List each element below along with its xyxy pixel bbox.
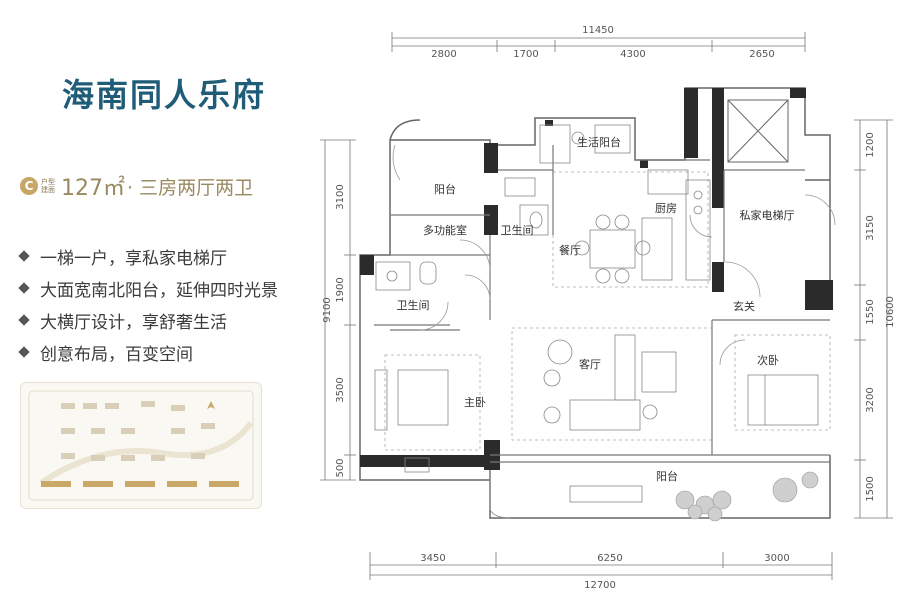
unit-rooms: · 三房两厅两卫 <box>127 176 254 199</box>
dim-right: 1550 <box>865 299 876 324</box>
dim-right: 1200 <box>865 132 876 157</box>
feature-item: 大面宽南北阳台，延伸四时光景 <box>18 272 278 304</box>
door-swings <box>392 144 836 366</box>
dim-bottom-total: 12700 <box>584 580 616 591</box>
room-label-bath-2: 卫生间 <box>397 298 430 312</box>
unit-summary: C 户型 建面 127㎡ · 三房两厅两卫 <box>20 173 254 201</box>
room-label-bath-1: 卫生间 <box>501 223 534 237</box>
unit-area: 127㎡ <box>61 176 125 201</box>
room-label-kitchen: 厨房 <box>655 202 677 215</box>
dim-top: 4300 <box>620 49 645 60</box>
left-dimensions <box>320 139 356 481</box>
bottom-dimensions <box>369 552 833 580</box>
dim-right-total: 10600 <box>885 296 896 328</box>
dim-bottom: 3450 <box>420 553 445 564</box>
unit-small-labels: 户型 建面 <box>41 178 55 194</box>
room-label-dining: 餐厅 <box>559 243 581 257</box>
dim-right: 3150 <box>865 215 876 240</box>
dim-top: 2650 <box>749 49 774 60</box>
site-map-illustration <box>28 390 254 501</box>
dim-left: 1900 <box>335 277 346 302</box>
feature-text: 创意布局，百变空间 <box>40 344 193 365</box>
living-furniture <box>543 334 677 431</box>
site-location-map <box>20 382 262 509</box>
dim-top: 1700 <box>513 49 538 60</box>
room-label-bedroom-2: 次卧 <box>757 353 779 367</box>
dim-right: 1500 <box>865 476 876 501</box>
room-label-elevator-hall: 私家电梯厅 <box>740 208 795 222</box>
top-dimensions <box>391 32 806 52</box>
bedroom-furniture <box>374 369 819 473</box>
dim-right: 3200 <box>865 387 876 412</box>
feature-text: 大面宽南北阳台，延伸四时光景 <box>40 280 278 301</box>
dim-left: 3500 <box>335 377 346 402</box>
balcony-plants <box>675 471 819 522</box>
kitchen-counter <box>641 169 711 281</box>
room-label-multi-room: 多功能室 <box>423 223 467 237</box>
room-label-foyer: 玄关 <box>733 299 755 313</box>
right-dimensions <box>854 119 893 519</box>
structural-columns <box>360 88 833 470</box>
feature-item: 一梯一户，享私家电梯厅 <box>18 240 278 272</box>
dim-bottom: 6250 <box>597 553 622 564</box>
bathroom-fixtures <box>375 124 631 291</box>
room-label-balcony-south: 阳台 <box>656 469 678 483</box>
unit-type-label: 户型 <box>41 178 55 186</box>
feature-text: 一梯一户，享私家电梯厅 <box>40 248 227 269</box>
unit-type-badge: C <box>20 177 38 195</box>
interior-walls <box>374 145 830 463</box>
room-label-balcony-north: 阳台 <box>434 182 456 196</box>
dim-left: 500 <box>335 458 346 477</box>
feature-item: 大横厅设计，享舒奢生活 <box>18 304 278 336</box>
dim-left: 3100 <box>335 184 346 209</box>
feature-list: 一梯一户，享私家电梯厅 大面宽南北阳台，延伸四时光景 大横厅设计，享舒奢生活 创… <box>18 240 278 368</box>
feature-item: 创意布局，百变空间 <box>18 336 278 368</box>
room-label-living-balcony: 生活阳台 <box>577 135 621 149</box>
dim-top: 2800 <box>431 49 456 60</box>
feature-text: 大横厅设计，享舒奢生活 <box>40 312 227 333</box>
room-label-master: 主卧 <box>464 396 486 409</box>
project-title: 海南同人乐府 <box>62 76 267 114</box>
dim-top-total: 11450 <box>582 25 614 36</box>
dim-left-total: 9100 <box>322 297 333 322</box>
dim-bottom: 3000 <box>764 553 789 564</box>
south-balcony <box>489 470 643 519</box>
room-label-living: 客厅 <box>579 357 601 371</box>
unit-area-label: 建面 <box>41 186 55 194</box>
dining-table <box>574 214 651 284</box>
elevator-shaft <box>727 99 789 163</box>
compass-icon <box>207 401 215 409</box>
